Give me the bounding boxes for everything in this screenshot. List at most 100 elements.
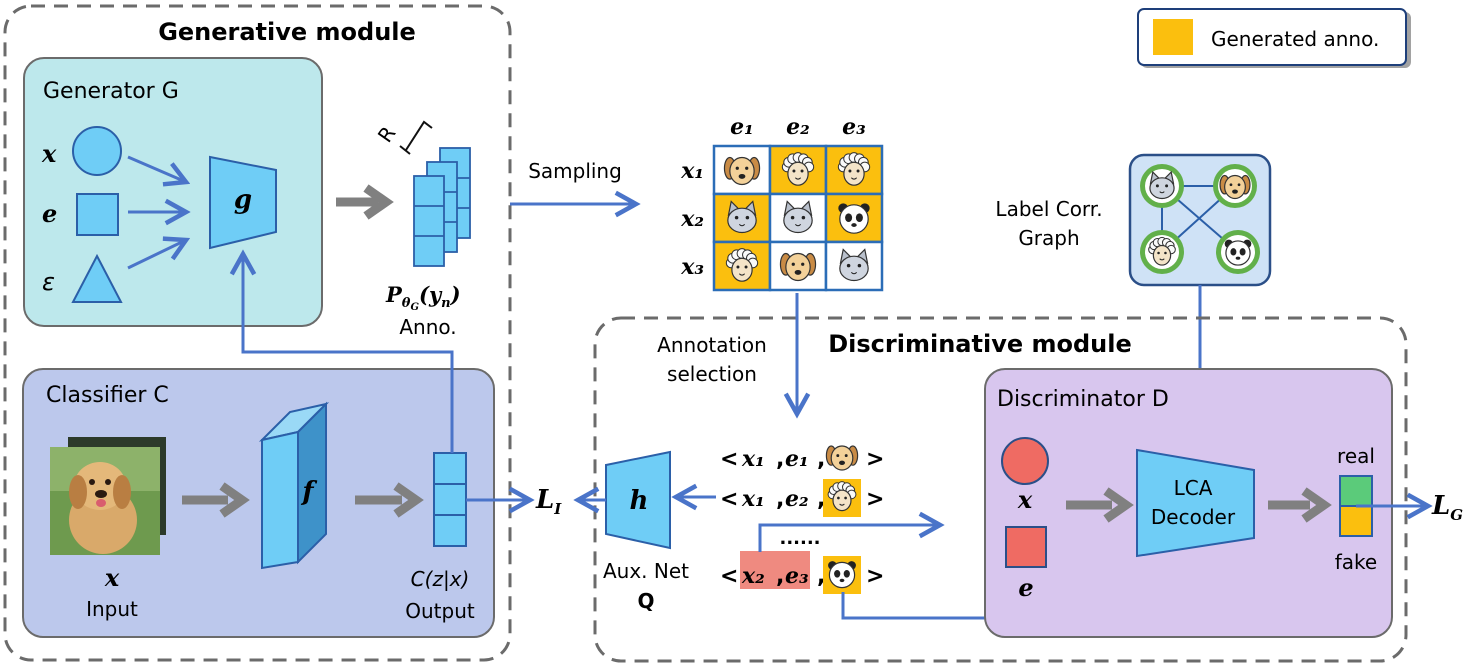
annotation-selection-line1: Annotation: [657, 333, 767, 357]
dog-icon: [779, 252, 817, 282]
sheep-icon: [725, 248, 759, 282]
loss-i: LI: [535, 485, 562, 518]
arrow-x-to-g: [127, 155, 186, 182]
real-cell: [1339, 475, 1373, 507]
pairs-ellipsis: ......: [779, 528, 820, 549]
col-header-2: e₂: [786, 114, 810, 140]
panda-icon: [1224, 239, 1252, 266]
row-header-1: x₁: [680, 158, 704, 184]
legend: Generated anno.: [1137, 8, 1411, 68]
col-header-3: e₃: [842, 114, 866, 140]
generator-input-e-label: e: [42, 199, 57, 228]
label-graph-nodes: [1140, 164, 1260, 274]
r-bracket-tick: [399, 145, 411, 155]
generator-x-circle: [72, 126, 122, 176]
pair3-xe-highlight: [740, 551, 810, 589]
discriminator-title: Discriminator D: [997, 387, 1169, 412]
gray-arrowhead-g-to-anno: [363, 184, 394, 220]
row-header-2: x₂: [680, 206, 704, 232]
aux-net-h-block: [605, 450, 671, 550]
pair-open-bracket: <: [720, 564, 738, 589]
fake-label: fake: [1335, 550, 1377, 574]
sheep-icon: [1148, 236, 1176, 266]
cat-icon: [839, 248, 869, 282]
gray-arrowhead-inputs-to-decoder: [1103, 487, 1134, 523]
disc-x-label: x: [1017, 485, 1033, 514]
pair-x: x₁: [741, 486, 765, 512]
pair-open-bracket: <: [720, 447, 738, 472]
output-formula: C(z|x): [411, 567, 470, 591]
pair-x: x₁: [741, 446, 765, 472]
generator-g-block: [209, 155, 277, 250]
classifier-box: [22, 368, 495, 638]
legend-swatch: [1153, 19, 1193, 55]
gray-arrowhead-decoder-to-output: [1301, 487, 1332, 523]
cat-icon: [1149, 170, 1175, 200]
panda-icon: [828, 561, 856, 589]
cat-icon: [783, 200, 813, 234]
fake-cell: [1339, 505, 1373, 537]
discriminative-module-title: Discriminative module: [828, 330, 1131, 358]
arrow-noise-to-g: [127, 240, 186, 270]
classifier-output-vector: [433, 452, 467, 547]
dog-icon: [825, 445, 859, 471]
pair-comma: ,: [817, 564, 825, 589]
generative-module-title: Generative module: [158, 18, 416, 46]
annotation-pairs: <x₁,e₁,><x₁,e₂,><x₂,e₃,>: [720, 445, 884, 594]
h-label: h: [630, 486, 649, 516]
aux-net-label: Aux. Net: [603, 559, 689, 583]
r-bracket: [405, 120, 433, 151]
arrow-pairs-to-discriminator: [758, 525, 940, 552]
annotation-selection-line2: selection: [667, 362, 757, 386]
pair-e: e₃: [785, 563, 809, 589]
pair-comma: ,: [776, 447, 784, 472]
aux-net-q: Q: [637, 589, 654, 613]
gray-arrowhead-f-to-output: [393, 482, 424, 518]
pair-e: e₂: [785, 486, 809, 512]
pair-e: e₁: [785, 446, 809, 472]
loss-g: LG: [1431, 491, 1463, 524]
label-graph-line2: Graph: [1018, 226, 1079, 250]
generator-noise-triangle: [71, 253, 123, 303]
input-var-x: x: [104, 563, 120, 592]
legend-label: Generated anno.: [1211, 27, 1379, 51]
pair-comma: ,: [817, 487, 825, 512]
input-label: Input: [86, 597, 138, 621]
real-label: real: [1337, 444, 1375, 468]
sheep-icon: [837, 152, 871, 186]
generator-title: Generator G: [43, 79, 179, 104]
pair-open-bracket: <: [720, 487, 738, 512]
disc-x-circle: [1001, 437, 1049, 485]
disc-e-square: [1005, 526, 1047, 568]
anno-label: Anno.: [399, 315, 456, 339]
decoder-line2: Decoder: [1151, 505, 1236, 529]
pair-close-bracket: >: [866, 447, 884, 472]
annotation-stack: [413, 147, 471, 267]
gray-arrowhead-input-to-f: [219, 482, 250, 518]
cat-icon: [727, 200, 757, 234]
input-dog-image: [50, 437, 166, 555]
r-label: R: [373, 122, 401, 147]
feature-extractor-f: [258, 401, 330, 570]
annotation-pair: <x₁,e₂,>: [720, 479, 884, 517]
sheep-icon: [781, 152, 815, 186]
arrow-output-to-g: [243, 254, 454, 453]
pair-comma: ,: [817, 447, 825, 472]
panda-icon: [838, 203, 870, 234]
decoder-line1: LCA: [1174, 476, 1213, 500]
classifier-title: Classifier C: [46, 383, 169, 408]
col-header-1: e₁: [730, 114, 754, 140]
generator-input-noise-label: ε: [42, 268, 55, 296]
generative-module-frame: [3, 4, 512, 662]
pair-close-bracket: >: [866, 487, 884, 512]
sheep-icon: [827, 481, 857, 512]
generator-input-x-label: x: [41, 139, 57, 168]
dog-icon: [723, 156, 761, 186]
generator-e-square: [76, 193, 119, 236]
lca-decoder-block: [1136, 448, 1255, 558]
pair-comma: ,: [776, 564, 784, 589]
annotation-pair: <x₁,e₁,>: [720, 445, 884, 472]
dog-icon: [1219, 174, 1251, 200]
